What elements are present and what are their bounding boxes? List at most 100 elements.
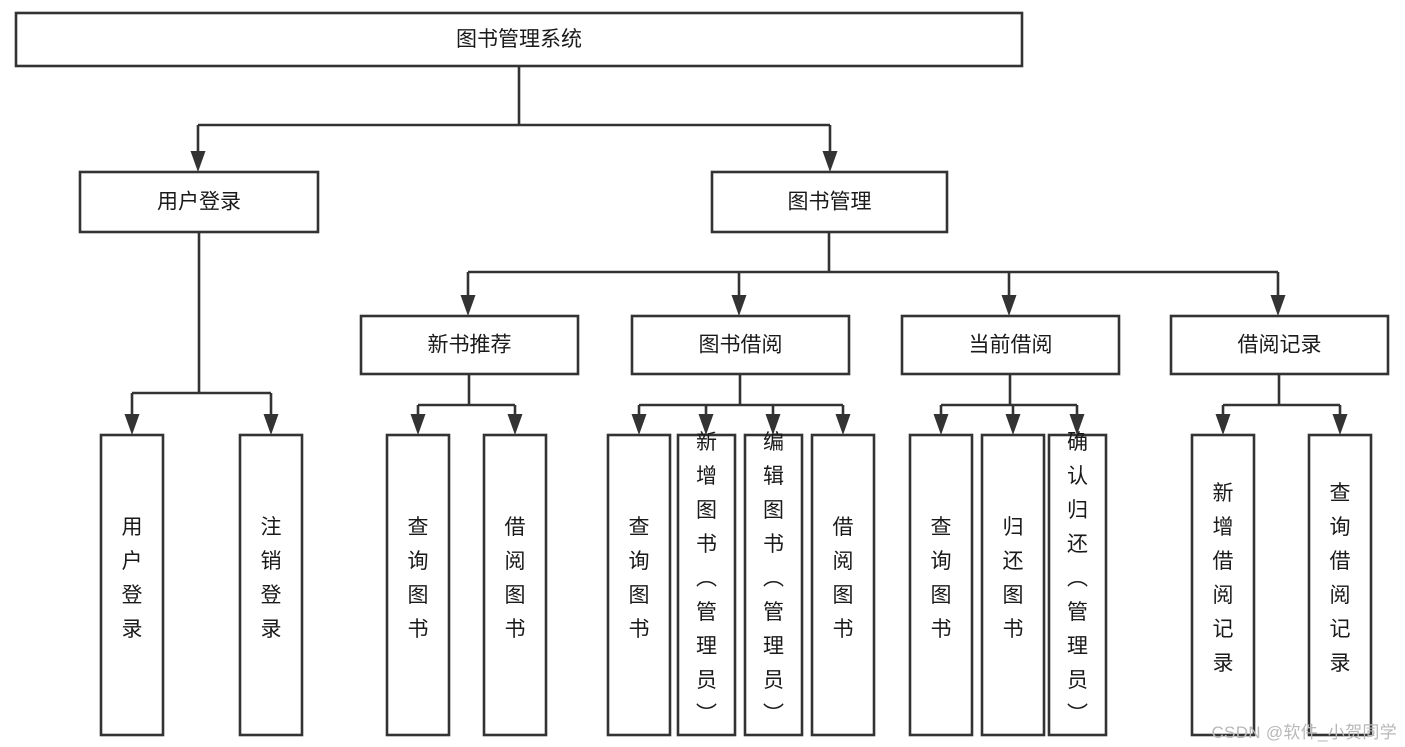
node-label-glyph: 还 — [1067, 533, 1088, 556]
node-label-glyph: 增 — [696, 465, 717, 488]
node-box[interactable] — [238, 433, 304, 737]
node-box[interactable] — [1190, 433, 1256, 737]
node-label-glyph: 图 — [833, 584, 854, 607]
node-label-glyph: 管 — [696, 601, 717, 624]
node-leaf-query-book-b[interactable]: 查询图书 — [606, 433, 672, 737]
node-label-glyph: 注 — [261, 516, 282, 539]
node-leaf-logout[interactable]: 注销登录 — [238, 433, 304, 737]
node-box[interactable] — [482, 433, 548, 737]
node-box[interactable] — [99, 433, 165, 737]
connector-login — [124, 232, 279, 435]
node-label-glyph: 录 — [1330, 652, 1351, 675]
node-box[interactable] — [1307, 433, 1373, 737]
node-label-glyph: ︵ — [696, 567, 717, 590]
node-label-glyph: 销 — [261, 550, 282, 573]
node-borrow[interactable]: 图书借阅 — [630, 314, 851, 376]
node-box[interactable] — [630, 314, 851, 376]
node-root[interactable]: 图书管理系统 — [14, 11, 1024, 68]
node-box[interactable] — [676, 433, 737, 737]
node-label-glyph: 记 — [1213, 618, 1234, 641]
node-label: 借阅图书 — [505, 516, 526, 641]
node-label: 新增借阅记录 — [1213, 482, 1234, 675]
node-leaf-query-book-new[interactable]: 查询图书 — [385, 433, 451, 737]
node-current[interactable]: 当前借阅 — [900, 314, 1121, 376]
node-leaf-borrow-book-b[interactable]: 借阅图书 — [810, 433, 876, 737]
node-records[interactable]: 借阅记录 — [1169, 314, 1390, 376]
node-label-glyph: 借 — [833, 516, 854, 539]
node-box[interactable] — [908, 433, 974, 737]
arrow-head-icon — [190, 151, 206, 172]
arrow-head-icon — [731, 295, 747, 316]
arrow-head-icon — [765, 414, 781, 435]
node-label-glyph: ︵ — [1067, 567, 1088, 590]
node-label: 用户登录 — [157, 191, 241, 214]
node-leaf-borrow-book-new[interactable]: 借阅图书 — [482, 433, 548, 737]
node-box[interactable] — [900, 314, 1121, 376]
node-newbook[interactable]: 新书推荐 — [359, 314, 580, 376]
node-leaf-query-record[interactable]: 查询借阅记录 — [1307, 433, 1373, 737]
node-leaf-return-book[interactable]: 归还图书 — [980, 433, 1046, 737]
node-label-glyph: 归 — [1003, 516, 1024, 539]
arrow-head-icon — [933, 414, 949, 435]
connector-bookmgmt — [460, 232, 1286, 316]
node-leaf-user-login[interactable]: 用户登录 — [99, 433, 165, 737]
node-label-glyph: 户 — [122, 550, 143, 573]
node-box[interactable] — [1047, 433, 1108, 737]
node-leaf-confirm-return[interactable]: 确认归还︵管理员︶ — [1047, 431, 1108, 737]
node-label: 编辑图书︵管理员︶ — [763, 431, 784, 726]
node-box[interactable] — [810, 433, 876, 737]
node-box[interactable] — [1169, 314, 1390, 376]
node-label: 图书管理系统 — [456, 28, 582, 51]
arrow-head-icon — [1332, 414, 1348, 435]
node-box[interactable] — [980, 433, 1046, 737]
node-label-glyph: 借 — [1330, 550, 1351, 573]
node-box[interactable] — [78, 170, 320, 234]
node-label-glyph: ︵ — [763, 567, 784, 590]
node-label-glyph: 员 — [763, 669, 784, 692]
node-label-glyph: 用 — [122, 516, 143, 539]
node-label-glyph: 新 — [696, 431, 717, 454]
node-label: 归还图书 — [1003, 516, 1024, 641]
node-box[interactable] — [743, 433, 804, 737]
node-label-glyph: 管 — [1067, 601, 1088, 624]
node-label-glyph: 图 — [408, 584, 429, 607]
node-label-glyph: 员 — [696, 669, 717, 692]
node-label-glyph: 询 — [1330, 516, 1351, 539]
node-box[interactable] — [14, 11, 1024, 68]
node-box[interactable] — [359, 314, 580, 376]
connector-records — [1215, 374, 1348, 435]
node-bookmgmt[interactable]: 图书管理 — [710, 170, 949, 234]
node-label-glyph: 阅 — [505, 550, 526, 573]
node-box[interactable] — [710, 170, 949, 234]
arrow-head-icon — [822, 151, 838, 172]
node-label-glyph: 确 — [1067, 431, 1088, 454]
node-label-glyph: 书 — [408, 618, 429, 641]
node-label-glyph: 阅 — [1213, 584, 1234, 607]
node-label-glyph: 查 — [931, 516, 952, 539]
node-label-glyph: 理 — [1067, 635, 1088, 658]
node-box[interactable] — [385, 433, 451, 737]
node-leaf-add-record[interactable]: 新增借阅记录 — [1190, 433, 1256, 737]
node-leaf-query-book-c[interactable]: 查询图书 — [908, 433, 974, 737]
arrow-head-icon — [1005, 414, 1021, 435]
node-login[interactable]: 用户登录 — [78, 170, 320, 234]
node-label-glyph: 录 — [1213, 652, 1234, 675]
node-leaf-add-book[interactable]: 新增图书︵管理员︶ — [676, 431, 737, 737]
node-label-glyph: 图 — [629, 584, 650, 607]
node-label-glyph: 书 — [629, 618, 650, 641]
node-label-glyph: 查 — [408, 516, 429, 539]
node-label: 查询图书 — [931, 516, 952, 641]
node-label: 确认归还︵管理员︶ — [1067, 431, 1088, 726]
node-label-glyph: 图 — [763, 499, 784, 522]
node-leaf-edit-book[interactable]: 编辑图书︵管理员︶ — [743, 431, 804, 737]
node-label-glyph: 新 — [1213, 482, 1234, 505]
node-label-glyph: 询 — [931, 550, 952, 573]
node-label-glyph: 查 — [629, 516, 650, 539]
node-label-glyph: 询 — [408, 550, 429, 573]
arrow-head-icon — [124, 414, 140, 435]
arrow-head-icon — [1270, 295, 1286, 316]
node-box[interactable] — [606, 433, 672, 737]
node-label: 用户登录 — [122, 516, 143, 641]
node-label: 注销登录 — [261, 516, 282, 641]
